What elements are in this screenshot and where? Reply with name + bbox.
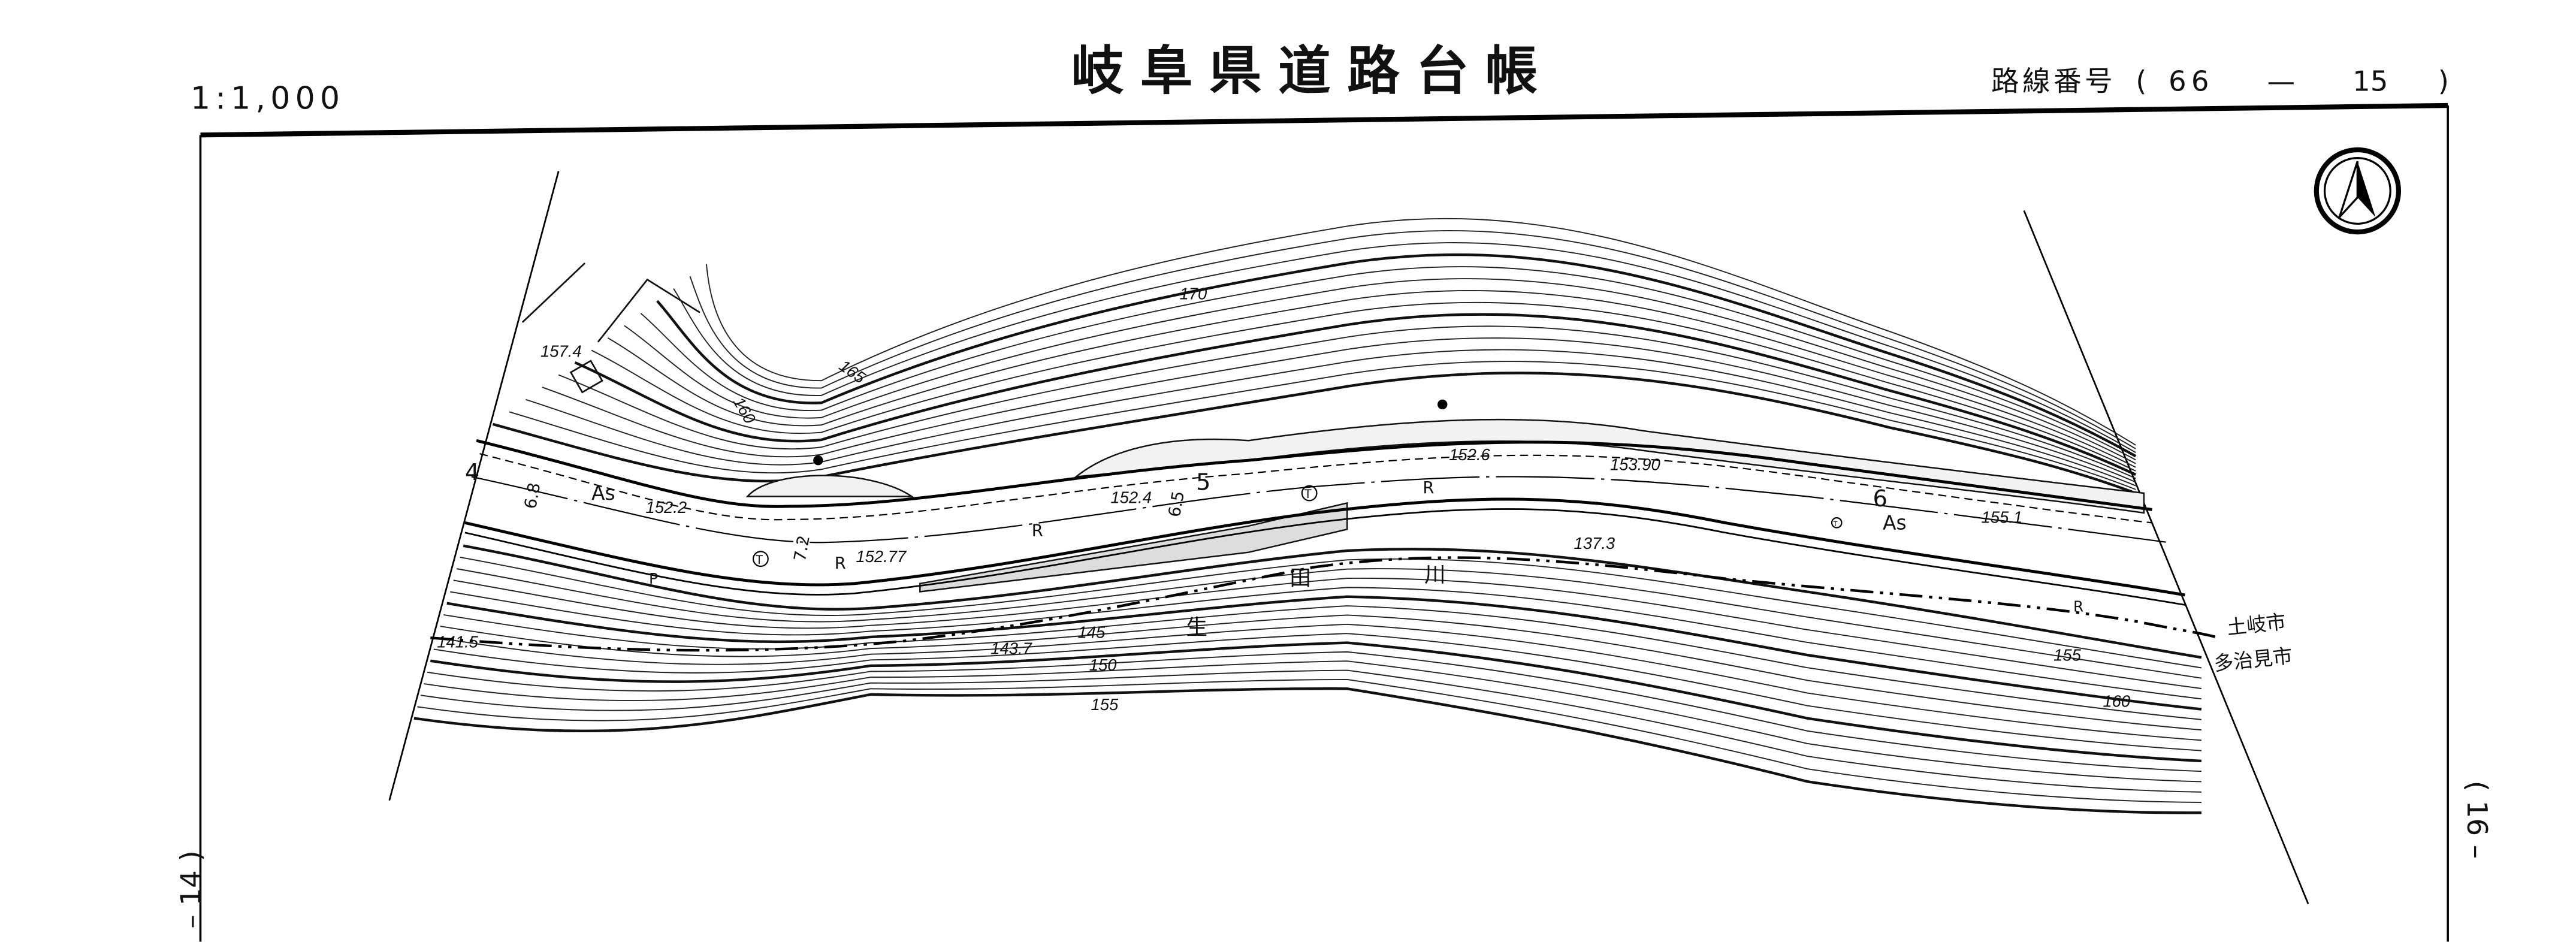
contour-line bbox=[673, 242, 2136, 453]
route-number-dash: — bbox=[2267, 65, 2296, 97]
contour-line bbox=[689, 230, 2136, 449]
p-label: P bbox=[649, 570, 658, 587]
route-number-open: ( bbox=[2136, 65, 2146, 97]
lane-label: R bbox=[1423, 479, 1434, 497]
sheet-title: 岐阜県道路台帳 bbox=[1071, 41, 1554, 102]
contour-lines bbox=[413, 218, 2202, 814]
contour-line bbox=[492, 372, 2136, 495]
survey-boundary-right bbox=[2023, 210, 2309, 904]
contour-line bbox=[443, 605, 2201, 720]
contour-line bbox=[440, 614, 2201, 731]
station-number: 6 bbox=[1873, 485, 1888, 512]
contour-line bbox=[656, 253, 2137, 458]
contour-line bbox=[437, 623, 2201, 741]
contour-line bbox=[705, 218, 2136, 446]
t-marker: T bbox=[1301, 485, 1318, 502]
contour-label: 170 bbox=[1180, 284, 1207, 303]
surface-label: As bbox=[1883, 511, 1907, 534]
road-width: 6.8 bbox=[521, 481, 544, 510]
t-marker: T bbox=[752, 551, 769, 567]
spot-height: 157.4 bbox=[540, 342, 582, 360]
spot-height: 152.77 bbox=[856, 547, 907, 566]
river-name-char: 川 bbox=[1424, 563, 1446, 587]
contour-line bbox=[453, 578, 2202, 689]
contour-line bbox=[417, 678, 2201, 803]
tree-markers bbox=[813, 399, 1448, 466]
north-arrow-icon bbox=[2314, 147, 2402, 235]
road bbox=[464, 439, 2185, 606]
spot-height: 137.3 bbox=[1574, 534, 1615, 552]
t-marker: T bbox=[1831, 517, 1843, 529]
contour-line bbox=[420, 669, 2201, 793]
survey-boundary-left bbox=[388, 171, 560, 801]
svg-text:T: T bbox=[755, 553, 763, 567]
contour-label: 160 bbox=[730, 394, 760, 427]
city-name-south: 多治見市 bbox=[2213, 644, 2294, 676]
spot-height: 143.7 bbox=[990, 639, 1032, 658]
road-north-dashed bbox=[479, 453, 2152, 524]
route-number-minor: 15 bbox=[2352, 65, 2388, 97]
contour-line bbox=[542, 337, 2136, 483]
spot-height: 155.1 bbox=[1982, 508, 2023, 526]
spot-height: 152.6 bbox=[1449, 445, 1490, 464]
map-labels: 4 5 6 6.8 6.5 7.2 As As R R R R P T T T … bbox=[437, 284, 2293, 713]
river-name-char: 生 bbox=[1186, 615, 1208, 640]
contour-line bbox=[558, 325, 2136, 479]
contour-line bbox=[526, 349, 2136, 487]
contour-label: 150 bbox=[1089, 656, 1117, 674]
contour-label: 145 bbox=[1078, 623, 1106, 641]
spot-height: 153.90 bbox=[1610, 455, 1661, 474]
spot-height: 141.5 bbox=[437, 633, 478, 651]
road-width: 6.5 bbox=[1165, 490, 1188, 518]
lane-label: R bbox=[2073, 597, 2083, 615]
road-centerline bbox=[471, 476, 2169, 544]
contour-label: 155 bbox=[1091, 695, 1118, 714]
contour-line bbox=[640, 266, 2136, 461]
route-number-label: 路線番号 bbox=[1991, 65, 2116, 97]
svg-text:T: T bbox=[1833, 520, 1838, 528]
contour-label: 155 bbox=[2053, 646, 2081, 665]
frame-top-border bbox=[200, 102, 2448, 138]
surface-label: As bbox=[591, 481, 615, 505]
contour-line bbox=[509, 361, 2136, 490]
contour-line bbox=[574, 313, 2137, 476]
route-number: 路線番号 ( 66 — 15 ) bbox=[1991, 65, 2449, 97]
contour-line bbox=[607, 290, 2136, 468]
scale-label: 1:1,000 bbox=[191, 80, 345, 116]
buildings bbox=[521, 262, 700, 394]
road-north-edge bbox=[476, 439, 2152, 511]
contour-line bbox=[413, 687, 2201, 814]
contour-line bbox=[463, 544, 2202, 659]
spot-height: 152.4 bbox=[1110, 488, 1152, 506]
contour-line bbox=[457, 568, 2202, 679]
lane-label: R bbox=[835, 554, 846, 573]
spot-height: 152.2 bbox=[645, 498, 687, 517]
contour-line bbox=[450, 587, 2202, 700]
lane-label: R bbox=[1032, 521, 1043, 540]
station-number: 4 bbox=[465, 459, 479, 486]
municipal-boundary-line bbox=[430, 556, 2219, 652]
adjacent-sheet-right: ( 16 – bbox=[2461, 781, 2493, 859]
contour-line bbox=[433, 633, 2201, 751]
contour-line bbox=[460, 556, 2202, 669]
contour-line bbox=[591, 301, 2136, 472]
route-number-major: 66 bbox=[2169, 65, 2214, 97]
contour-line bbox=[446, 595, 2202, 711]
contour-line bbox=[430, 641, 2201, 763]
svg-text:T: T bbox=[1304, 487, 1312, 501]
contour-line bbox=[624, 278, 2136, 464]
station-number: 5 bbox=[1196, 469, 1210, 496]
contour-line bbox=[424, 660, 2201, 783]
road-width: 7.2 bbox=[791, 534, 814, 563]
river-name-char: 田 bbox=[1289, 566, 1311, 591]
city-name-north: 土岐市 bbox=[2226, 610, 2287, 639]
contour-label: 160 bbox=[2103, 692, 2130, 710]
road-south-edge bbox=[464, 497, 2185, 597]
adjacent-sheet-left: – 14 ) bbox=[174, 850, 207, 928]
road-south-shoulder bbox=[464, 508, 2185, 606]
route-number-close: ) bbox=[2438, 65, 2449, 97]
contour-line bbox=[427, 651, 2201, 772]
